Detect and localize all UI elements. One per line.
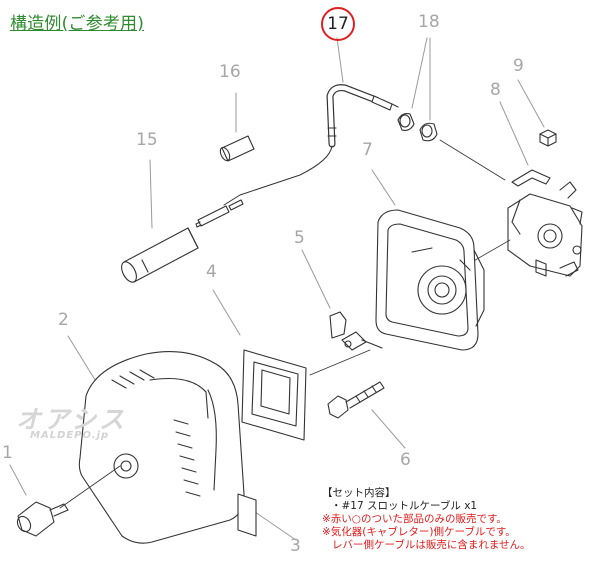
nuts-18 bbox=[397, 113, 438, 142]
cap-9 bbox=[539, 129, 557, 147]
bracket-5 bbox=[329, 311, 383, 351]
screw-1 bbox=[16, 501, 69, 537]
leader-9 bbox=[517, 79, 545, 128]
part-number-8: 8 bbox=[490, 80, 501, 100]
leader-2 bbox=[67, 335, 101, 389]
notes-item: ・#17 スロットルケーブル x1 bbox=[331, 500, 478, 512]
part-number-7: 7 bbox=[362, 140, 373, 160]
leader-7 bbox=[371, 169, 396, 206]
watermark-logo: オアシス bbox=[16, 405, 128, 434]
part-number-9: 9 bbox=[513, 56, 524, 76]
set-contents-notes: 【セット内容】 ・#17 スロットルケーブル x1 ※赤い○のついた部品のみの販… bbox=[322, 487, 598, 552]
leader-17 bbox=[336, 37, 344, 83]
leader-8 bbox=[499, 101, 529, 166]
cylinder-15 bbox=[121, 227, 199, 283]
part-number-2: 2 bbox=[58, 310, 69, 330]
leader-5 bbox=[301, 249, 331, 309]
carburetor-8 bbox=[507, 169, 583, 277]
notes-warning-3: レバー側ケーブルは販売に含まれません。 bbox=[332, 539, 531, 551]
leader-6 bbox=[371, 409, 406, 449]
leader-18a bbox=[411, 37, 428, 109]
part-number-16: 16 bbox=[219, 62, 241, 82]
filter-housing-7 bbox=[375, 209, 485, 351]
notes-warning-2: ※気化器(キャブレター)側ケーブルです。 bbox=[322, 526, 516, 538]
leader-4 bbox=[212, 289, 241, 336]
part-number-17-highlighted: 17 bbox=[321, 7, 355, 41]
bolt-6 bbox=[327, 381, 385, 419]
leader-15 bbox=[149, 159, 153, 229]
part-number-15: 15 bbox=[136, 130, 158, 150]
leader-3 bbox=[254, 511, 297, 541]
part-number-6: 6 bbox=[400, 450, 411, 470]
part-number-18: 18 bbox=[418, 12, 440, 32]
part-number-1: 1 bbox=[2, 443, 13, 463]
watermark-sub: MALDEPO.jp bbox=[30, 430, 110, 441]
engine-cover-2 bbox=[78, 351, 245, 544]
page-title: 構造例(ご参考用) bbox=[10, 14, 145, 34]
notes-header: 【セット内容】 bbox=[322, 487, 396, 499]
throttle-cable bbox=[195, 84, 399, 228]
plate-3 bbox=[237, 493, 257, 537]
leader-1 bbox=[9, 464, 27, 496]
gasket-4 bbox=[241, 349, 307, 441]
part-number-4: 4 bbox=[206, 262, 217, 282]
part-number-5: 5 bbox=[294, 228, 305, 248]
notes-warning-1: ※赤い○のついた部品のみの販売です。 bbox=[322, 513, 507, 525]
tube-16 bbox=[219, 135, 255, 162]
part-number-3: 3 bbox=[290, 536, 301, 556]
